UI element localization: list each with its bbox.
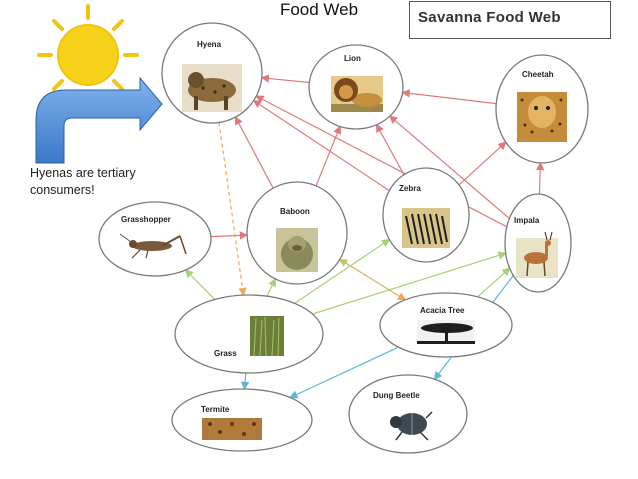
edge-grass-to-baboon [266,277,276,297]
sun-icon [37,4,139,106]
node-label-dung-beetle: Dung Beetle [373,391,420,400]
termite-photo-icon [202,418,262,440]
node-grass: Grass [174,294,324,374]
node-label-impala: Impala [514,216,540,225]
slide-title: Food Web [279,0,359,19]
node-impala: Impala [504,193,572,293]
diagram-title: Savanna Food Web [418,9,561,26]
node-label-termite: Termite [201,405,230,414]
callout-note: Hyenas are tertiary consumers! [30,166,136,197]
grasshopper-photo-icon [119,233,187,259]
node-cheetah: Cheetah [495,54,589,164]
edge-acacia-to-impala [477,267,511,298]
node-zebra: Zebra [382,167,470,263]
baboon-photo-icon [276,228,318,272]
grass-photo-icon [250,316,284,357]
zebra-photo-icon [402,208,450,248]
edge-impala-to-cheetah [535,161,545,195]
node-termite: Termite [171,388,313,452]
edge-baboon-to-hyena [234,116,274,189]
node-label-baboon: Baboon [280,207,310,216]
node-dung-beetle: Dung Beetle [348,374,468,454]
edge-grass-to-termite [240,372,250,391]
node-acacia-tree: Acacia Tree [379,292,513,358]
edge-cheetah-to-lion [401,89,497,105]
node-grasshopper: Grasshopper [98,201,212,277]
impala-photo-icon [516,231,558,278]
node-baboon: Baboon [246,181,348,285]
diagram-title-box: Savanna Food Web [409,1,611,39]
node-label-zebra: Zebra [399,184,421,193]
edge-grass-to-impala [312,251,507,315]
edge-lion-to-hyena [260,74,310,84]
edge-hyena-to-grass [218,122,247,297]
edge-grass-to-grasshopper [184,269,216,300]
node-label-grass: Grass [214,349,237,358]
node-hyena: Hyena [161,22,263,124]
edge-zebra-to-hyena [252,99,390,192]
dung-beetle-photo-icon [390,411,433,441]
edge-baboon-to-acacia [339,258,407,301]
node-label-grasshopper: Grasshopper [121,215,171,224]
callout-arrow-icon [35,76,163,164]
edge-baboon-to-lion [315,125,342,187]
node-label-hyena: Hyena [197,40,222,49]
node-label-acacia-tree: Acacia Tree [420,306,465,315]
node-label-cheetah: Cheetah [522,70,554,79]
edge-zebra-to-cheetah [458,141,507,186]
edge-zebra-to-lion [376,123,405,175]
node-lion: Lion [308,44,404,130]
node-label-lion: Lion [344,54,361,63]
acacia-tree-photo-icon [417,320,475,344]
edge-grass-to-zebra [294,238,391,304]
edge-grasshopper-to-baboon [210,231,249,240]
lion-photo-icon [331,76,383,112]
hyena-photo-icon [182,64,242,112]
cheetah-photo-icon [517,92,567,142]
edge-acacia-to-termite [289,346,399,399]
edge-impala-to-lion [388,115,510,219]
